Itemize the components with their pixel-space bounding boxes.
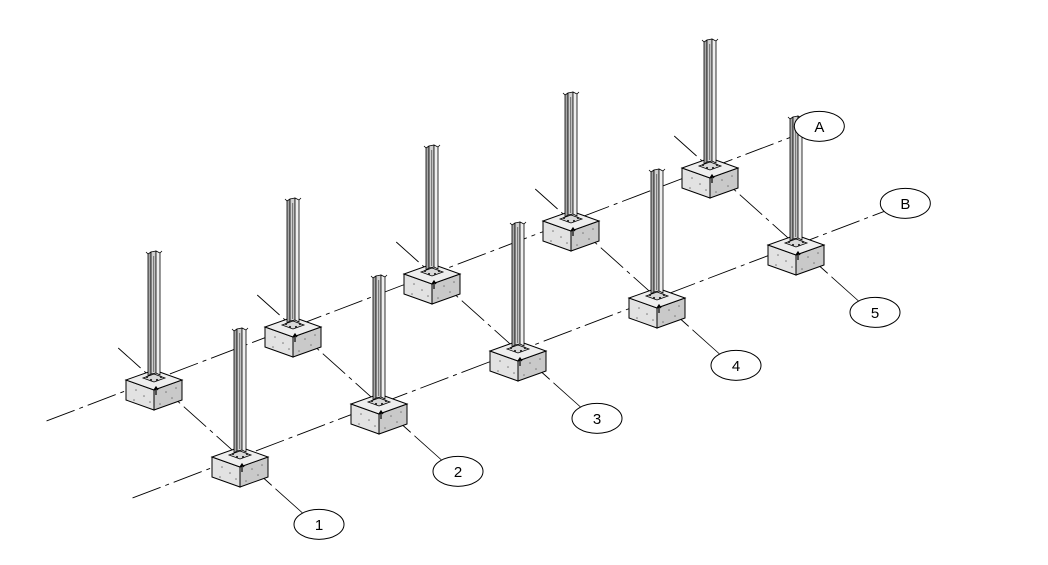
footing-column-unit — [766, 115, 826, 276]
footings-and-columns — [124, 38, 826, 488]
footing-column-unit — [627, 168, 687, 329]
grid-bubble-label: 5 — [871, 305, 879, 322]
grid-leader — [553, 382, 583, 409]
grid-bubble-label: 4 — [732, 358, 740, 375]
grid-bubble-icon: A — [793, 110, 845, 142]
steel-column-icon — [701, 38, 719, 165]
footing-column-unit — [541, 91, 601, 252]
footing-column-unit — [210, 327, 270, 488]
steel-column-icon — [648, 168, 666, 295]
steel-column-icon — [562, 91, 580, 218]
steel-column-icon — [370, 274, 388, 401]
steel-column-icon — [787, 115, 805, 242]
grid-leader — [831, 276, 861, 303]
concrete-footing-icon — [627, 287, 687, 329]
steel-column-icon — [284, 197, 302, 324]
grid-leader — [275, 488, 305, 515]
footing-column-unit — [349, 274, 409, 435]
grid-bubble-icon: 2 — [432, 455, 484, 487]
concrete-footing-icon — [488, 340, 548, 382]
footing-column-unit — [488, 221, 548, 382]
steel-column-icon — [423, 144, 441, 271]
footing-column-unit — [402, 144, 462, 305]
grid-bubbles: A B 1 2 3 4 5 — [293, 110, 931, 540]
grid-bubble-label: 2 — [454, 464, 462, 481]
footing-column-unit — [263, 197, 323, 358]
steel-column-icon — [231, 327, 249, 454]
grid-bubble-icon: 1 — [293, 508, 345, 540]
steel-column-icon — [509, 221, 527, 348]
grid-leader — [692, 329, 722, 356]
grid-bubble-icon: 3 — [571, 402, 623, 434]
grid-leader — [414, 435, 444, 462]
grid-bubble-icon: 4 — [710, 349, 762, 381]
grid-bubble-icon: B — [879, 187, 931, 219]
footing-column-unit — [124, 250, 184, 411]
grid-bubble-label: B — [900, 196, 910, 213]
grid-bubble-label: 1 — [315, 517, 323, 534]
grid-bubble-icon: 5 — [849, 296, 901, 328]
steel-column-icon — [145, 250, 163, 377]
concrete-footing-icon — [402, 263, 462, 305]
footing-column-unit — [680, 38, 740, 199]
grid-bubble-label: A — [814, 119, 824, 136]
grid-bubble-label: 3 — [593, 411, 601, 428]
